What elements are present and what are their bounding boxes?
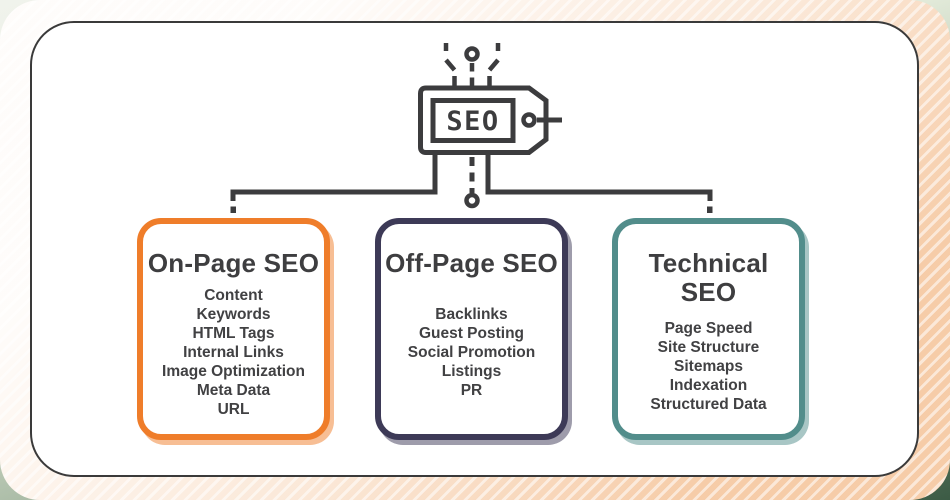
list-item: URL (217, 400, 250, 418)
seo-tag-icon (418, 85, 562, 155)
box-title: On-Page SEO (147, 248, 320, 278)
connector-right-dash (707, 206, 713, 213)
list-item: Meta Data (196, 381, 271, 399)
list-item: Page Speed (664, 320, 753, 337)
list-item: HTML Tags (192, 324, 275, 342)
list-item: Keywords (196, 305, 271, 323)
circuit-trace-left (443, 43, 457, 87)
list-item: PR (460, 381, 483, 399)
connector-left-dash (230, 206, 236, 213)
connector-right (485, 152, 713, 201)
tag-label-text: SEO (446, 106, 499, 137)
list-item: Backlinks (435, 305, 508, 323)
list-item: Guest Posting (418, 324, 525, 342)
list-item: Sitemaps (674, 358, 743, 375)
tag-hole-icon (521, 112, 537, 128)
box-title: Technical SEO (648, 248, 769, 307)
list-item: Indexation (669, 377, 748, 394)
tag-outline (418, 85, 549, 155)
circuit-node-circle (464, 46, 480, 62)
connector-lines (230, 152, 713, 209)
connector-left (230, 152, 438, 201)
circuit-trace-right (487, 43, 501, 87)
circuit-traces-top (443, 43, 501, 88)
box-title: Off-Page SEO (385, 248, 558, 278)
list-item: Social Promotion (407, 343, 536, 361)
list-item: Image Optimization (162, 362, 305, 380)
tag-label-frame (430, 98, 516, 143)
connector-node-circle (464, 192, 480, 209)
list-item: Site Structure (657, 339, 760, 356)
list-item: Listings (441, 362, 502, 380)
list-item: Internal Links (183, 343, 284, 361)
list-item: Structured Data (650, 396, 767, 413)
list-item: Content (204, 286, 263, 304)
